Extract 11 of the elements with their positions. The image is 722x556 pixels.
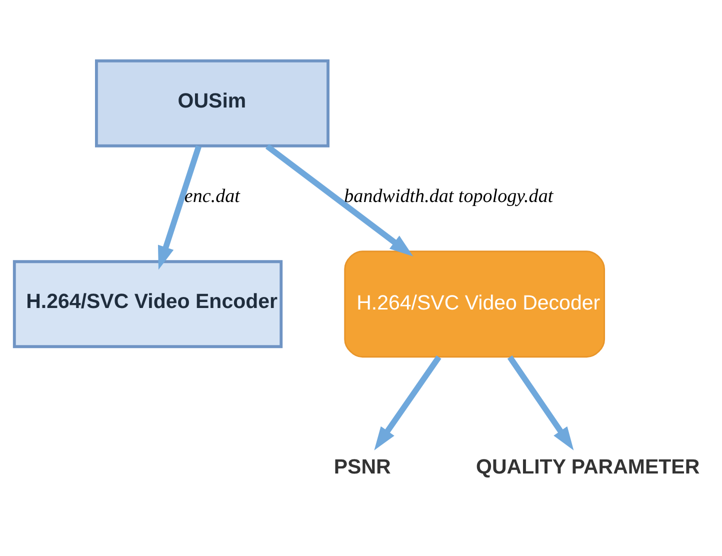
node-box: H.264/SVC Video Encoder	[12, 260, 283, 348]
arrow	[374, 354, 442, 450]
edge-label: bandwidth.dat topology.dat	[344, 186, 554, 207]
node-text: QUALITY PARAMETER	[476, 455, 700, 478]
arrow	[158, 144, 202, 270]
arrow	[265, 143, 414, 256]
node-box: H.264/SVC Video Decoder	[344, 250, 606, 358]
edge-label: enc.dat	[184, 186, 240, 207]
node-text: PSNR	[334, 455, 391, 478]
arrow	[507, 354, 574, 450]
node-box: OUSim	[95, 58, 330, 147]
